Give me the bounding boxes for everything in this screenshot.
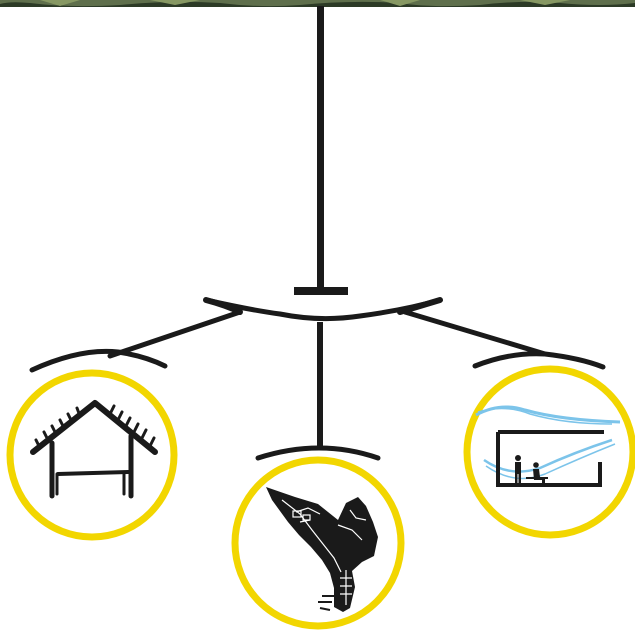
wind-flow-room-icon	[475, 405, 621, 487]
top-photo-strip	[0, 0, 635, 7]
city-map-icon	[266, 487, 378, 612]
left-circle	[6, 369, 178, 541]
person-standing-icon	[515, 455, 521, 484]
main-arm	[203, 297, 443, 322]
person-sitting-icon	[533, 462, 545, 484]
right-circle	[463, 365, 635, 539]
right-arm	[402, 309, 548, 357]
stem-crossbar	[294, 287, 348, 295]
center-stem	[317, 322, 323, 448]
center-cap	[255, 445, 381, 461]
hut-icon	[30, 400, 158, 499]
main-stem	[317, 6, 324, 289]
left-arm	[107, 309, 243, 359]
left-cap	[29, 348, 168, 373]
right-cap	[472, 351, 606, 370]
center-circle	[231, 456, 405, 630]
